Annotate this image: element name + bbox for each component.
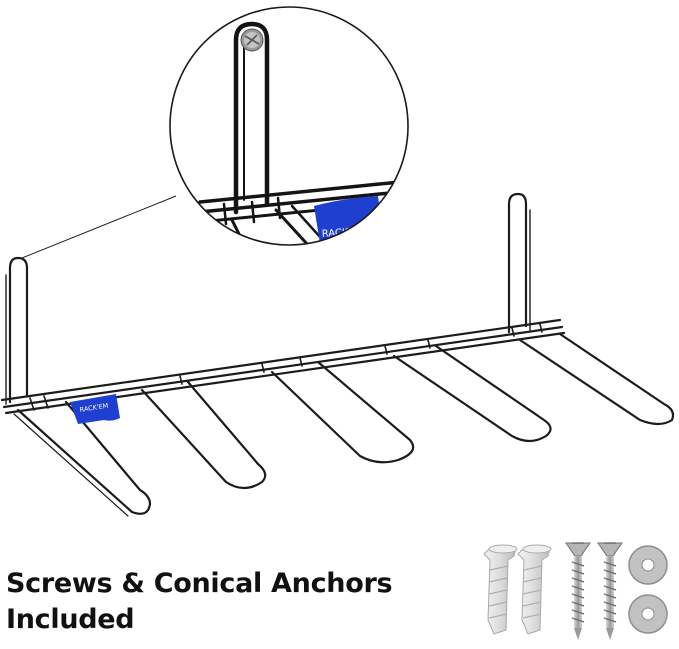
hardware-caption: Screws & Conical Anchors Included (6, 566, 393, 638)
caption-line-2: Included (6, 604, 135, 635)
conical-anchor (483, 544, 518, 635)
wood-screw (565, 542, 591, 640)
hanger-loop (270, 360, 415, 464)
hanger-loop (392, 344, 552, 443)
caption-line-1: Screws & Conical Anchors (6, 568, 393, 599)
hardware-set (483, 542, 668, 640)
zoom-inset: RACK'EM (169, 6, 409, 246)
washer (628, 545, 668, 585)
screw-head (240, 28, 264, 52)
hanger-loop (518, 332, 675, 426)
wall-rack (0, 192, 675, 517)
hanger-loop (140, 380, 267, 490)
brand-label: RACK'EM (70, 394, 120, 424)
hanger-loop (16, 400, 152, 515)
conical-anchor (517, 544, 552, 635)
top-rail (0, 318, 562, 402)
right-bracket (507, 192, 528, 334)
left-bracket (8, 256, 29, 404)
washer (628, 594, 668, 634)
callout-line (21, 195, 177, 259)
wood-screw (597, 542, 623, 640)
